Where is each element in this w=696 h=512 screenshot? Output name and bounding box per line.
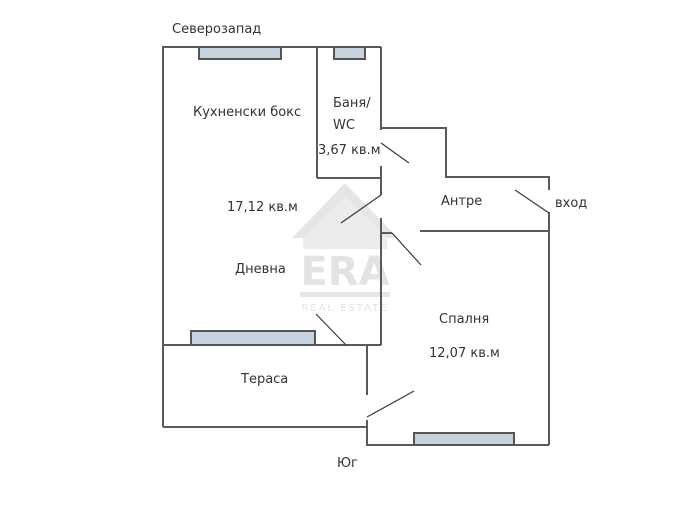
- windows: [190, 46, 515, 446]
- watermark-subtitle: REAL ESTATE: [301, 303, 388, 314]
- watermark-logo: ERA: [300, 249, 389, 295]
- room-hallway-label: Антре: [441, 194, 483, 209]
- room-terrace-label: Тераса: [241, 372, 289, 387]
- room-bedroom-area: 12,07 кв.м: [429, 346, 500, 361]
- orientation-south-label: Юг: [337, 456, 358, 471]
- orientation-northwest-label: Северозапад: [172, 22, 262, 37]
- room-living-label: Дневна: [235, 262, 286, 277]
- entrance-label: вход: [555, 196, 588, 211]
- walls: [162, 46, 550, 446]
- room-kitchen-label: Кухненски бокс: [193, 105, 302, 120]
- window-kitchen: [198, 46, 282, 60]
- room-bathroom-label-line2: WC: [333, 118, 355, 133]
- room-bedroom-label: Спалня: [439, 312, 490, 327]
- room-bathroom-area: 3,67 кв.м: [318, 143, 381, 158]
- watermark: ERA REAL ESTATE: [292, 183, 398, 318]
- doors: [315, 142, 550, 418]
- window-bathroom: [333, 46, 366, 60]
- window-bedroom: [413, 432, 515, 446]
- window-living: [190, 330, 316, 346]
- room-bathroom-label-line1: Баня/: [333, 96, 371, 111]
- room-kitchen-area: 17,12 кв.м: [227, 200, 298, 215]
